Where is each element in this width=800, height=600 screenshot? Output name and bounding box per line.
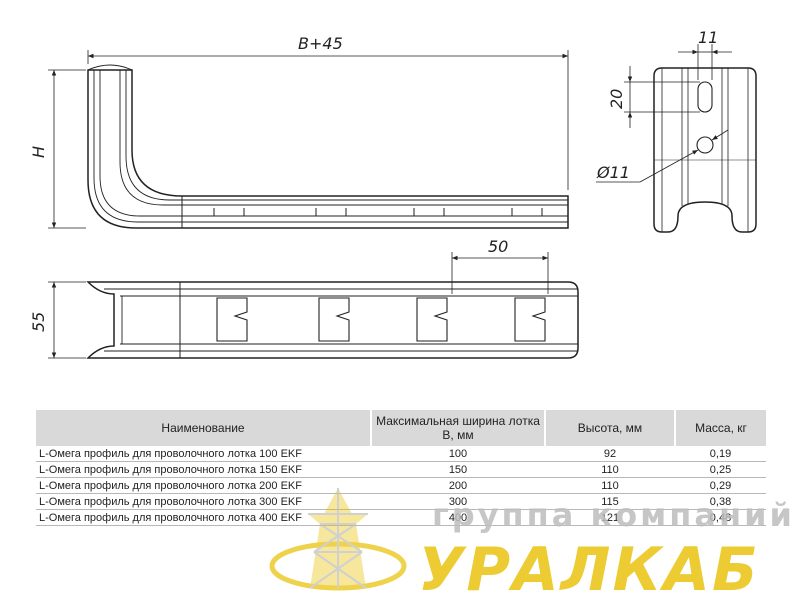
dimension-hole-diameter: Ø11 [596, 129, 729, 183]
header-mass: Масса, кг [675, 410, 766, 446]
dimension-slot-width: 11 [678, 28, 732, 80]
cell-max-width: 100 [371, 446, 545, 462]
cell-mass: 0,29 [675, 477, 766, 494]
table-row: L-Омега профиль для проволочного лотка 4… [36, 509, 766, 526]
cell-mass: 0,25 [675, 461, 766, 478]
dim-slot-spacing-label: 50 [488, 237, 508, 256]
dim-hole-diameter-label: Ø11 [596, 163, 630, 182]
dim-width-label: B+45 [298, 34, 343, 53]
table-row: L-Омега профиль для проволочного лотка 3… [36, 493, 766, 510]
cell-mass: 0,48 [675, 509, 766, 526]
cell-height: 110 [545, 477, 675, 494]
table-row: L-Омега профиль для проволочного лотка 1… [36, 461, 766, 478]
dim-slot-length-label: 20 [607, 89, 626, 109]
spec-table: Наименование Максимальная ширина лотка B… [36, 410, 766, 526]
dimension-height: H [29, 69, 86, 229]
cell-height: 121 [545, 509, 675, 526]
cell-height: 92 [545, 446, 675, 462]
technical-drawing: B+45 H 50 55 [29, 28, 757, 359]
cell-max-width: 400 [371, 509, 545, 526]
dim-slot-width-label: 11 [698, 28, 718, 47]
cell-max-width: 150 [371, 461, 545, 478]
cell-height: 110 [545, 461, 675, 478]
end-view [653, 67, 757, 233]
cell-name: L-Омега профиль для проволочного лотка 2… [36, 477, 371, 494]
table-row: L-Омега профиль для проволочного лотка 2… [36, 477, 766, 494]
header-max-width: Максимальная ширина лотка B, мм [371, 410, 546, 446]
table-row: L-Омега профиль для проволочного лотка 1… [36, 446, 766, 462]
dimension-slot-length: 20 [607, 66, 700, 128]
cell-name: L-Омега профиль для проволочного лотка 1… [36, 461, 371, 478]
top-view [86, 281, 579, 359]
cell-name: L-Омега профиль для проволочного лотка 1… [36, 446, 371, 462]
dim-profile-width-label: 55 [29, 312, 48, 332]
cell-name: L-Омега профиль для проволочного лотка 4… [36, 509, 371, 526]
cell-height: 115 [545, 493, 675, 510]
cell-max-width: 200 [371, 477, 545, 494]
header-height: Высота, мм [545, 410, 676, 446]
header-name: Наименование [36, 410, 372, 446]
side-view [87, 64, 569, 229]
cell-name: L-Омега профиль для проволочного лотка 3… [36, 493, 371, 510]
watermark-line2: УРАЛКАБ [418, 535, 760, 600]
dimension-profile-width: 55 [29, 281, 86, 359]
cell-max-width: 300 [371, 493, 545, 510]
dimension-width: B+45 [87, 34, 569, 190]
dimension-slot-spacing: 50 [451, 237, 549, 294]
cell-mass: 0,19 [675, 446, 766, 462]
table-header-row: Наименование Максимальная ширина лотка B… [36, 410, 766, 446]
dim-height-label: H [29, 146, 48, 158]
cell-mass: 0,38 [675, 493, 766, 510]
